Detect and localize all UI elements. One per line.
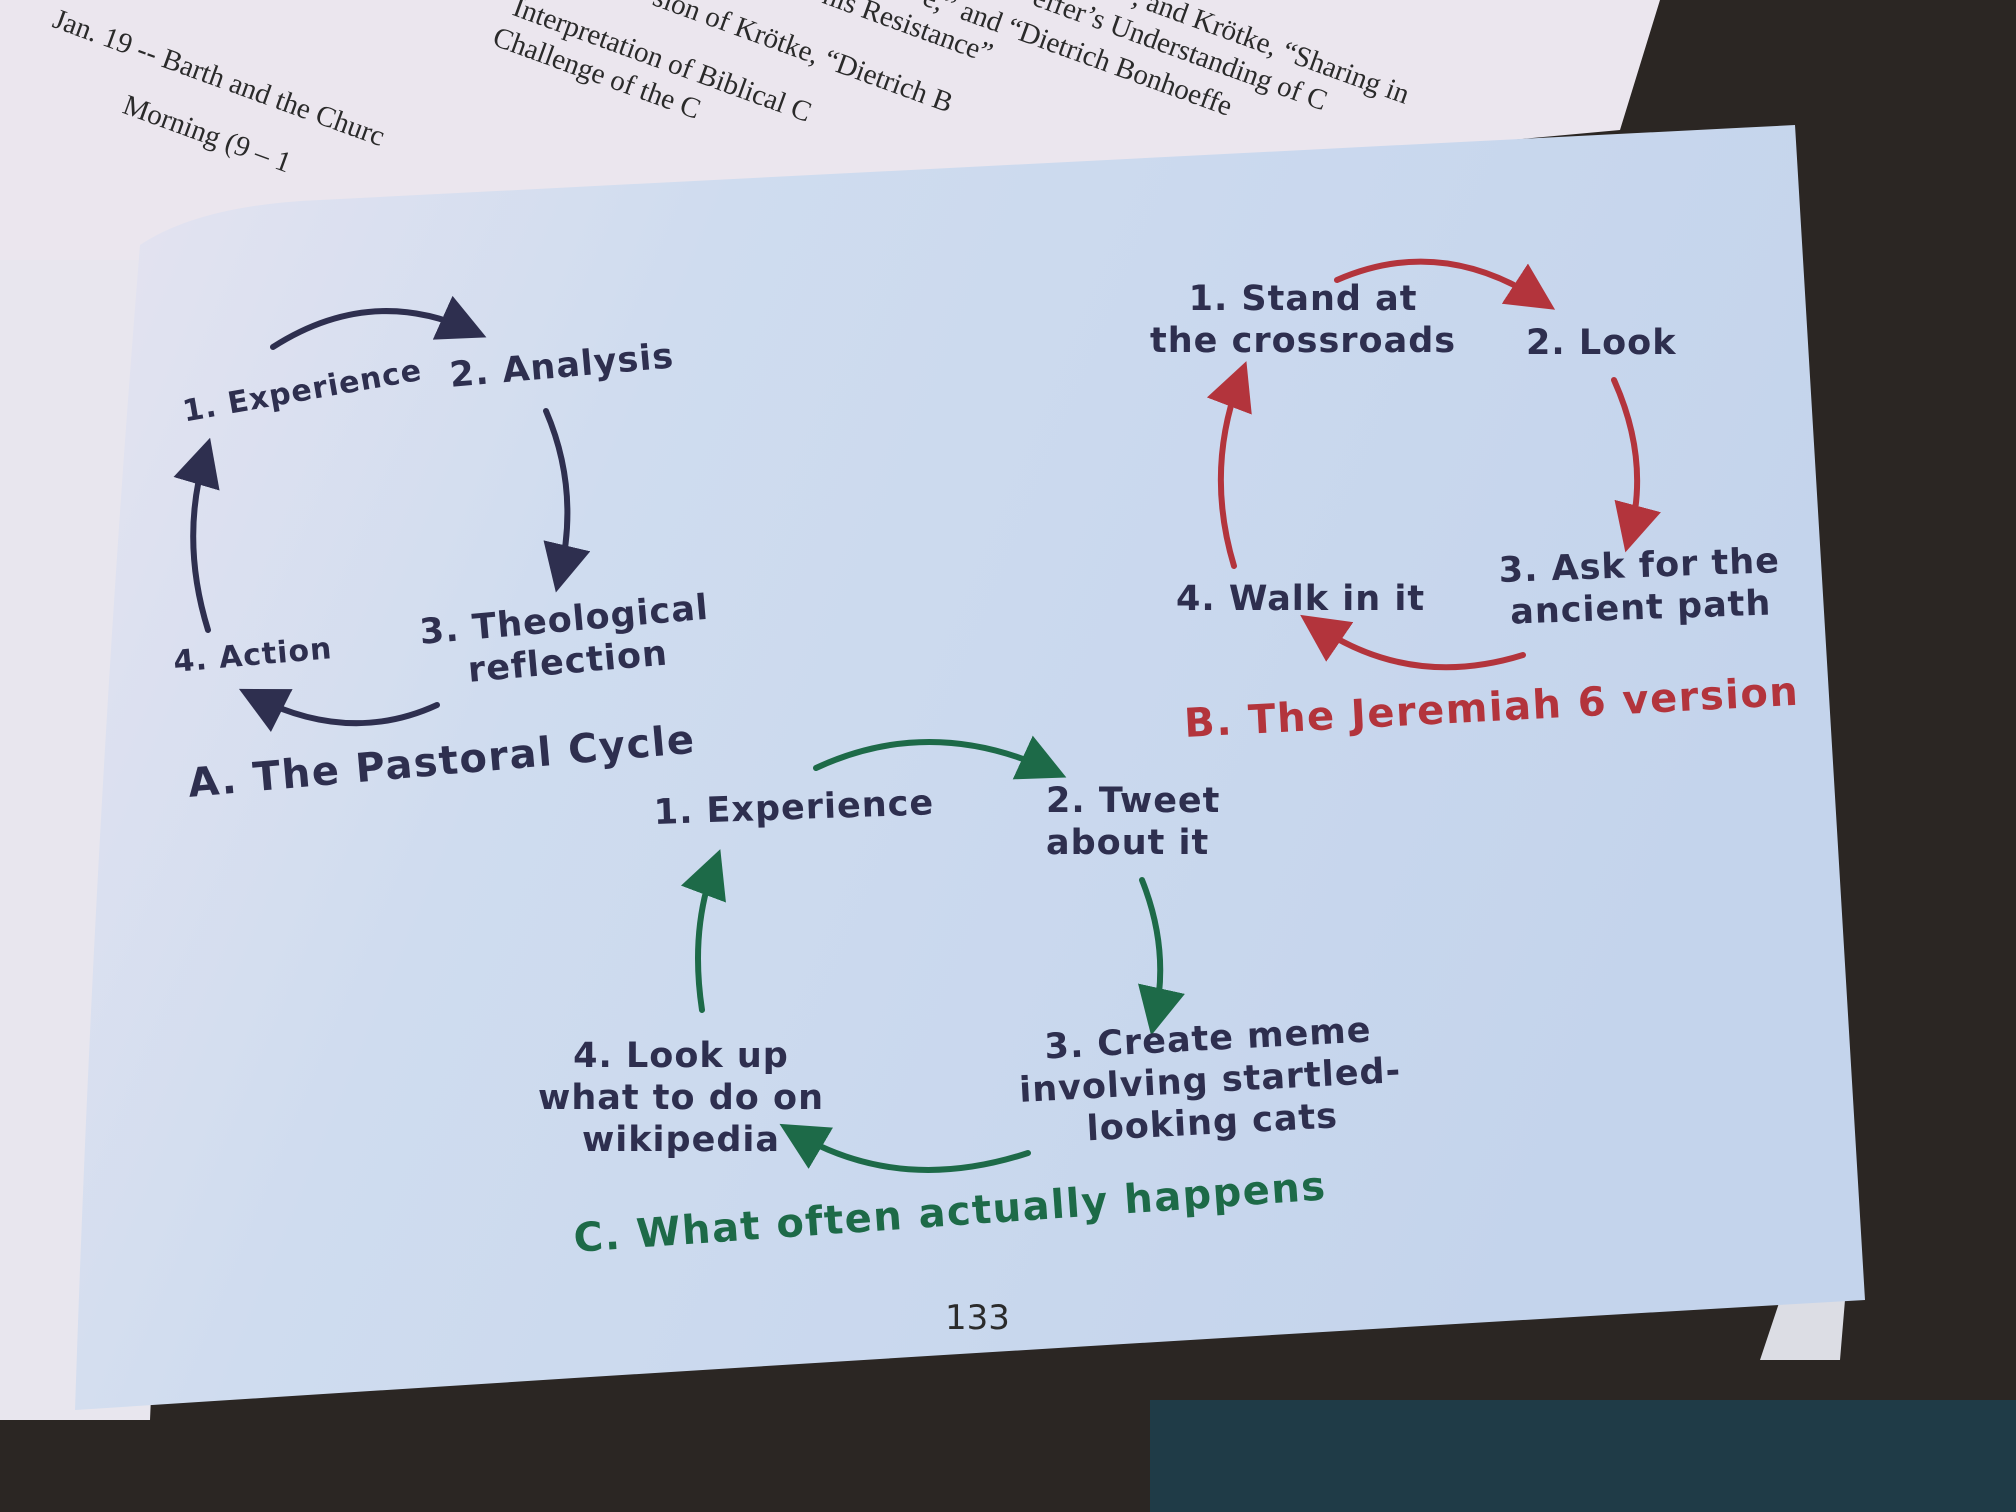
arrow-c-2: [1138, 877, 1185, 1036]
arrow-a-2: [543, 408, 591, 593]
page-number: 133: [945, 1298, 1010, 1338]
step-look: 2. Look: [1526, 323, 1677, 363]
step-create-meme: 3. Create meme involving startled- looki…: [1018, 1010, 1403, 1150]
arrow-a-4: [173, 437, 220, 633]
arrow-b-4: [1206, 361, 1252, 569]
arrow-a-1: [270, 295, 487, 350]
arrow-c-4: [681, 849, 726, 1013]
step-look-up-wikipedia: 4. Look up what to do on wikipedia: [538, 1036, 824, 1160]
cycle-b-arrows: [1206, 258, 1661, 671]
step-walk-in-it: 4. Walk in it: [1176, 579, 1426, 619]
step-stand-at-crossroads: 1. Stand at the crossroads: [1150, 279, 1457, 361]
book-page: [75, 125, 1865, 1410]
cycle-c-arrows: [681, 735, 1185, 1173]
step-tweet-about-it: 2. Tweet about it: [1046, 781, 1221, 863]
step-ask-ancient-path: 3. Ask for the ancient path: [1498, 541, 1781, 633]
arrow-c-3: [779, 1123, 1031, 1173]
arrow-b-2: [1611, 377, 1661, 553]
cycle-a-arrows: [173, 295, 591, 732]
page-edge: [1760, 1300, 1845, 1360]
arrow-b-3: [1300, 614, 1526, 671]
arrow-c-1: [813, 735, 1067, 780]
arrow-a-3: [238, 688, 440, 732]
arrow-b-1: [1334, 258, 1556, 310]
